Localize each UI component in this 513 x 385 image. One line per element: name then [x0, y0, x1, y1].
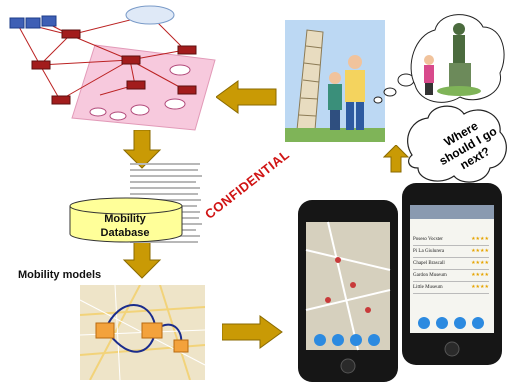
poi-list-item[interactable]: ★★★★Poseso Vocster — [413, 234, 489, 246]
mobility-database-cylinder — [69, 197, 183, 243]
database-label-line-1: Mobility — [104, 213, 146, 225]
rating-stars: ★★★★ — [471, 273, 489, 278]
tourist-man — [345, 55, 365, 130]
poi-list-item[interactable]: ★★★★Chapel Brascall — [413, 258, 489, 270]
leaning-tower — [296, 29, 324, 131]
confidential-stamp: CONFIDENTIAL — [202, 146, 293, 222]
arrow-tourist-to-network — [216, 80, 277, 114]
question-bubble — [407, 105, 507, 183]
tourist-woman — [328, 72, 342, 130]
poi-list-item[interactable]: ★★★★Pi La Giulurera — [413, 246, 489, 258]
arrow-phone-to-question — [383, 145, 409, 173]
thinking-tourist — [424, 55, 434, 95]
statue — [449, 23, 471, 89]
red-nodes — [31, 29, 197, 105]
blue-nodes — [9, 15, 57, 29]
rating-stars: ★★★★ — [471, 285, 489, 290]
phone-poi-list: ★★★★Poseso Vocster ★★★★Pi La Giulurera ★… — [413, 234, 489, 294]
mobility-map — [80, 285, 205, 380]
poi-list-item[interactable]: ★★★★Little Museum — [413, 282, 489, 294]
region-blocks — [95, 322, 189, 353]
mobility-models-label: Mobility models — [18, 269, 102, 281]
tourists-illustration — [285, 20, 385, 142]
database-label-line-2: Database — [100, 227, 150, 239]
arrow-database-to-models — [122, 240, 162, 279]
cloud-node — [125, 5, 175, 25]
cell-sites — [89, 64, 191, 121]
statue-scene — [410, 14, 505, 103]
rating-stars: ★★★★ — [471, 249, 489, 254]
database-label: Mobility Database — [70, 212, 180, 240]
rating-stars: ★★★★ — [471, 261, 489, 266]
smartphone-map — [298, 200, 398, 382]
network-topology-diagram — [9, 5, 216, 131]
poi-list-item[interactable]: ★★★★Gardon Museum — [413, 270, 489, 282]
arrow-network-to-log — [122, 130, 162, 169]
rating-stars: ★★★★ — [471, 237, 489, 242]
arrow-models-to-phone — [222, 315, 283, 349]
